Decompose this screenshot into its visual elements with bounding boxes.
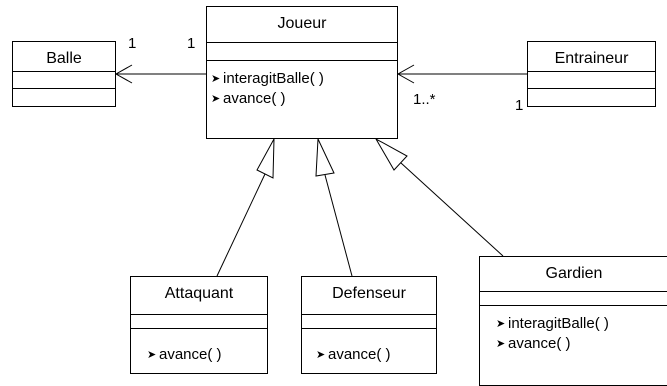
operation-icon: ➤ <box>211 93 221 105</box>
operation-label: avance( ) <box>223 90 286 107</box>
attributes-compartment <box>13 72 115 89</box>
class-name: Entraineur <box>528 42 655 72</box>
operations-compartment: ➤avance( ) <box>302 329 436 365</box>
operation-label: avance( ) <box>159 346 222 363</box>
generalization-attaquant <box>216 173 266 277</box>
operations-compartment <box>13 89 115 106</box>
operation-label: interagitBalle( ) <box>223 70 324 87</box>
operation-row: ➤avance( ) <box>131 345 267 365</box>
attributes-compartment <box>528 72 655 89</box>
attributes-compartment <box>480 292 667 306</box>
hollow-triangle-gardien <box>374 137 408 171</box>
operation-row: ➤interagitBalle( ) <box>207 69 397 89</box>
generalization-gardien <box>400 162 504 257</box>
operation-icon: ➤ <box>211 73 221 85</box>
class-name: Balle <box>13 42 115 72</box>
open-arrowhead-balle <box>114 64 133 84</box>
class-defenseur[interactable]: Defenseur ➤avance( ) <box>301 276 437 374</box>
class-gardien[interactable]: Gardien ➤interagitBalle( ) ➤avance( ) <box>479 256 667 386</box>
operation-row: ➤interagitBalle( ) <box>480 314 667 334</box>
multiplicity-balle: 1 <box>128 35 137 52</box>
hollow-triangle-attaquant <box>256 138 275 179</box>
class-name: Attaquant <box>131 277 267 315</box>
class-joueur[interactable]: Joueur ➤interagitBalle( ) ➤avance( ) <box>206 6 398 139</box>
operation-row: ➤avance( ) <box>302 345 436 365</box>
operation-row: ➤avance( ) <box>480 334 667 354</box>
class-name: Gardien <box>480 257 667 292</box>
operation-label: avance( ) <box>328 346 391 363</box>
operations-compartment: ➤interagitBalle( ) ➤avance( ) <box>207 61 397 109</box>
open-arrowhead-joueur <box>396 64 415 84</box>
operation-icon: ➤ <box>316 349 326 361</box>
multiplicity-entraineur: 1 <box>515 97 524 114</box>
operation-icon: ➤ <box>147 349 157 361</box>
operation-icon: ➤ <box>496 318 506 330</box>
operation-label: interagitBalle( ) <box>508 315 609 332</box>
class-name: Defenseur <box>302 277 436 315</box>
operation-row: ➤avance( ) <box>207 89 397 109</box>
multiplicity-joueur-entraineur: 1..* <box>413 91 436 108</box>
operations-compartment: ➤interagitBalle( ) ➤avance( ) <box>480 306 667 354</box>
class-balle[interactable]: Balle <box>12 41 116 107</box>
hollow-triangle-defenseur <box>315 138 335 177</box>
operation-icon: ➤ <box>496 338 506 350</box>
multiplicity-joueur-balle: 1 <box>187 35 196 52</box>
attributes-compartment <box>207 43 397 61</box>
class-entraineur[interactable]: Entraineur <box>527 41 656 107</box>
operations-compartment <box>528 89 655 106</box>
class-name: Joueur <box>207 7 397 43</box>
operation-label: avance( ) <box>508 335 571 352</box>
attributes-compartment <box>302 315 436 329</box>
class-attaquant[interactable]: Attaquant ➤avance( ) <box>130 276 268 374</box>
generalization-defenseur <box>324 174 353 277</box>
attributes-compartment <box>131 315 267 329</box>
operations-compartment: ➤avance( ) <box>131 329 267 365</box>
